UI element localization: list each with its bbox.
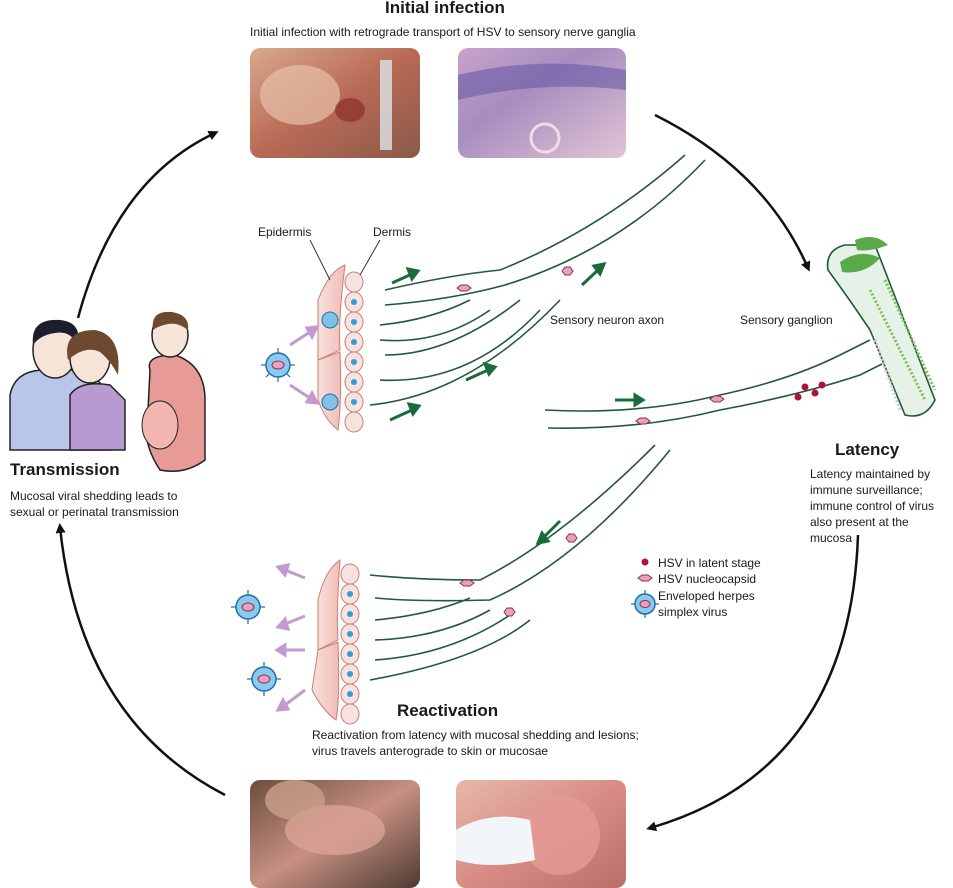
reactivation-title: Reactivation (397, 701, 499, 720)
nucleocapsid-markers (456, 266, 725, 617)
legend-latent-dot (641, 558, 649, 566)
cycle-arrow-to-latency (654, 113, 811, 272)
transmission-people-illustration (9, 311, 206, 472)
upper-skin-layers (317, 264, 364, 433)
sensory-ganglion-shape (794, 236, 937, 417)
cycle-arrow-to-reactivation (646, 534, 860, 832)
epidermis-leader-line (309, 239, 331, 281)
lower-nerve-tree (369, 444, 671, 681)
axon-to-ganglion (544, 339, 891, 429)
dermis-leader-line (359, 239, 381, 276)
legend-enveloped-label: Enveloped herpes simplex virus (658, 589, 755, 619)
sensory-ganglion-label: Sensory ganglion (740, 313, 833, 327)
legend-latent-label: HSV in latent stage (658, 556, 761, 570)
photo-reactivation-lesion-1 (250, 780, 420, 888)
initial-infection-caption: Initial infection with retrograde transp… (250, 25, 636, 39)
initial-infection-title: Initial infection (385, 0, 505, 17)
legend-enveloped-symbol (631, 590, 659, 618)
photo-initial-infection-face (250, 48, 420, 158)
sensory-neuron-axon-label: Sensory neuron axon (550, 313, 665, 327)
latency-title: Latency (835, 440, 900, 459)
cycle-arrow-to-transmission (55, 523, 226, 797)
photo-reactivation-lesion-2 (456, 780, 626, 888)
enveloped-virus-icons (231, 348, 295, 696)
epidermis-label: Epidermis (258, 225, 312, 239)
purple-arrows-exit (274, 563, 306, 712)
direction-arrows-green (389, 261, 646, 546)
photo-initial-infection-histology (458, 48, 626, 158)
lower-skin-layers (311, 559, 360, 725)
transmission-caption: Mucosal viral shedding leads to sexual o… (10, 489, 179, 519)
latency-caption: Latency maintained by immune surveillanc… (810, 467, 935, 545)
legend-nucleocapsid-label: HSV nucleocapsid (658, 572, 757, 586)
purple-arrows-entry (289, 325, 320, 405)
upper-nerve-tree (369, 154, 706, 406)
cycle-arrow-to-initial (76, 131, 219, 319)
reactivation-caption: Reactivation from latency with mucosal s… (312, 728, 639, 758)
transmission-title: Transmission (10, 460, 120, 479)
legend-nucleocapsid-symbol (637, 574, 653, 582)
dermis-label: Dermis (373, 225, 411, 239)
